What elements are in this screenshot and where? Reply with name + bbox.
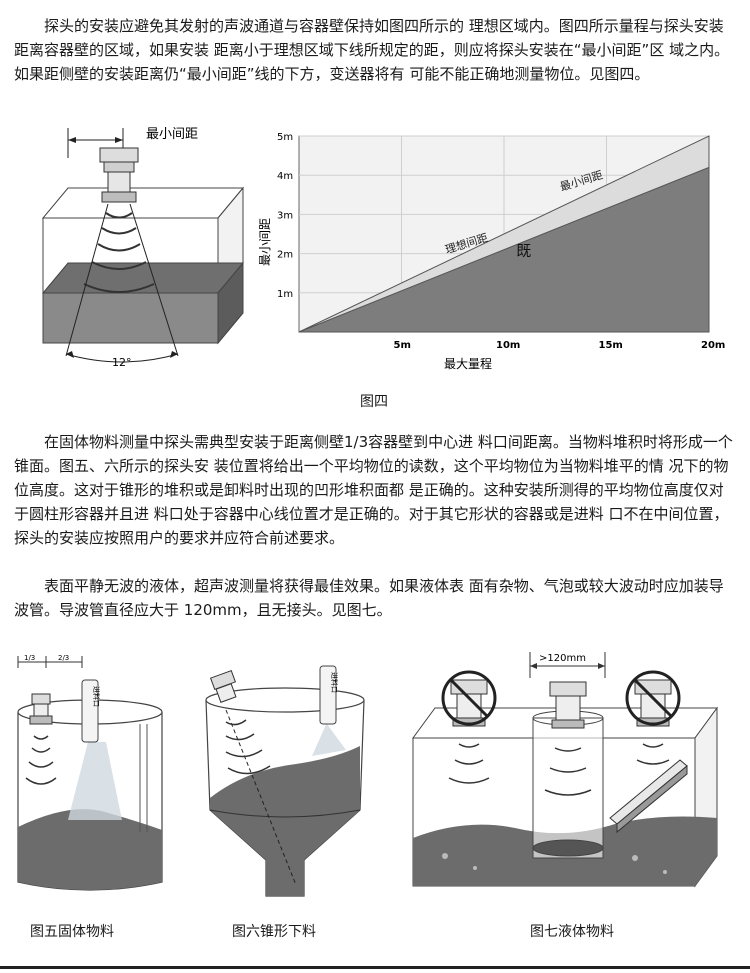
figure-7-diagram: >120mm — [412, 652, 718, 888]
paragraph-3: 表面平静无波的液体，超声波测量将获得最佳效果。如果液体表 面有杂物、气泡或较大波… — [14, 577, 724, 619]
y-tick-label: 5m — [277, 132, 293, 143]
series-area-1 — [298, 166, 710, 333]
figure-4-tank-diagram: 最小间距 12° — [41, 127, 245, 369]
x-tick-label: 20m — [701, 340, 725, 351]
figure-5-diagram: 1/3 2/3 进料口 — [17, 654, 163, 891]
y-tick-label: 4m — [277, 171, 293, 182]
figure-7-caption: 图七液体物料 — [530, 924, 614, 940]
angle-label: 12° — [112, 356, 132, 369]
pipe-diameter-label: >120mm — [539, 653, 586, 664]
fig6-pipe-label: 进料口 — [330, 672, 339, 693]
x-tick-label: 5m — [394, 340, 411, 351]
figure-6-caption: 图六锥形下料 — [232, 924, 316, 940]
paragraph-1: 探头的安装应避免其发射的声波通道与容器壁保持如图四所示的 理想区域内。图四所示量… — [14, 17, 730, 83]
figure-6-diagram: 进料口 — [205, 665, 365, 897]
x-tick-label: 15m — [599, 340, 623, 351]
dim-two-thirds: 2/3 — [58, 654, 69, 662]
x-tick-label: 10m — [496, 340, 520, 351]
fig5-pipe-label: 进料口 — [92, 686, 101, 707]
paragraph-2: 在固体物料测量中探头需典型安装于距离侧壁1/3容器壁到中心进 料口间距离。当物料… — [14, 433, 733, 547]
y-axis-title: 最小间距 — [258, 218, 272, 266]
y-tick-label: 1m — [277, 289, 293, 300]
min-spacing-label: 最小间距 — [146, 127, 198, 142]
figure-5-caption: 图五固体物料 — [30, 924, 114, 940]
bottom-rule — [0, 966, 750, 969]
annotation-area-label: 既 — [516, 242, 531, 260]
figure-4-caption: 图四 — [360, 394, 388, 410]
y-tick-label: 2m — [277, 250, 293, 261]
dim-one-third: 1/3 — [24, 654, 35, 662]
y-tick-label: 3m — [277, 210, 293, 221]
x-axis-title: 最大量程 — [444, 356, 492, 371]
